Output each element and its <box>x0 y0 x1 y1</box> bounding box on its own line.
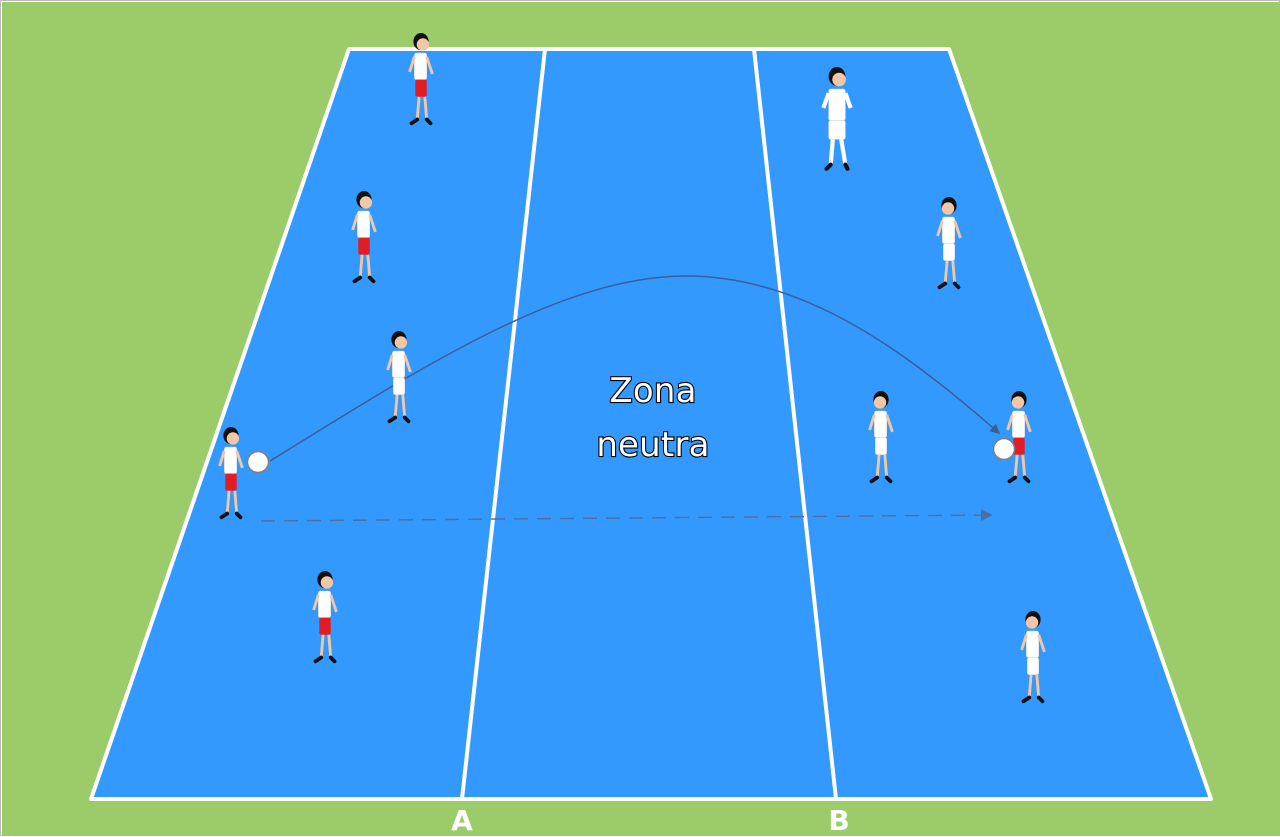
zone-label-line-2: neutra <box>596 425 709 465</box>
line-label-a: A <box>451 804 473 837</box>
soccer-ball-right <box>994 439 1015 460</box>
zone-label-line-1: Zona <box>609 371 696 411</box>
soccer-ball-left <box>248 452 269 473</box>
line-label-b: B <box>828 804 849 837</box>
